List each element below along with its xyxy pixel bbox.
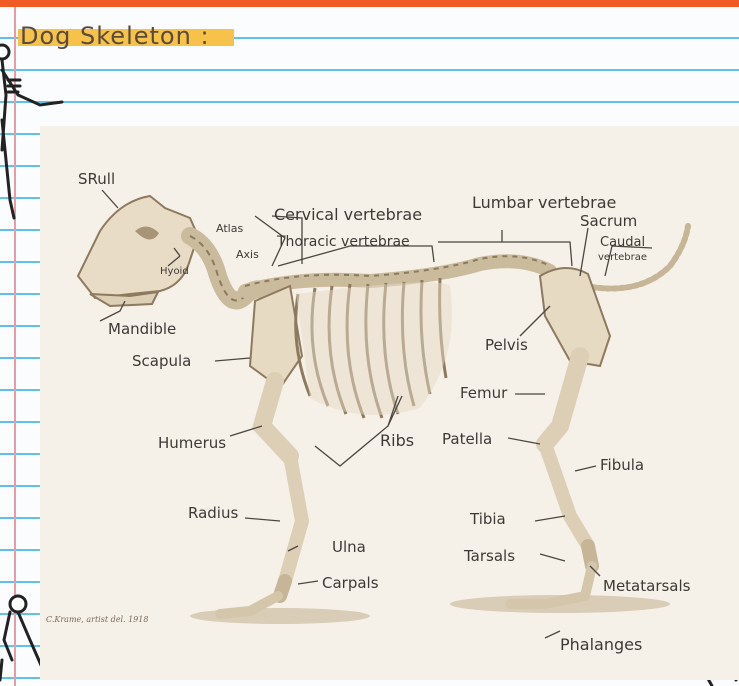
humerus [262, 381, 290, 456]
label-thoracic-vertebrae: Thoracic vertebrae [276, 234, 410, 250]
rib-cage-fill [296, 282, 452, 415]
page-title: Dog Skeleton : [18, 22, 234, 50]
label-tibia: Tibia [469, 510, 506, 528]
label-skull: SRull [78, 170, 115, 188]
label-patella: Patella [442, 430, 492, 448]
label-carpals: Carpals [322, 574, 379, 592]
label-fibula: Fibula [600, 456, 644, 474]
margin-line [14, 7, 16, 686]
label-mandible: Mandible [108, 320, 176, 338]
label-femur: Femur [460, 384, 508, 402]
label-caudal-vertebrae: vertebrae [598, 252, 647, 263]
skull [78, 196, 198, 298]
dog-skeleton-illustration: SRull Atlas Axis Cervical vertebrae Thor… [40, 126, 739, 680]
label-ulna: Ulna [332, 538, 366, 556]
label-phalanges: Phalanges [560, 635, 642, 654]
label-atlas: Atlas [216, 222, 243, 235]
femur [545, 356, 580, 444]
label-tarsals: Tarsals [463, 547, 515, 565]
label-radius: Radius [188, 504, 238, 522]
label-axis: Axis [236, 248, 259, 261]
label-ribs: Ribs [380, 431, 414, 450]
label-lumbar-vertebrae: Lumbar vertebrae [472, 193, 616, 212]
label-caudal: Caudal [600, 235, 645, 250]
artist-signature: C.Krame, artist del. 1918 [46, 615, 148, 624]
radius-ulna [285, 456, 302, 581]
label-humerus: Humerus [158, 434, 226, 452]
skeleton-diagram-panel: SRull Atlas Axis Cervical vertebrae Thor… [40, 126, 739, 680]
label-scapula: Scapula [132, 352, 191, 370]
label-sacrum: Sacrum [580, 212, 637, 230]
page-title-text: Dog Skeleton : [18, 22, 234, 50]
tibia-fibula [545, 444, 588, 546]
top-orange-bar [0, 0, 739, 7]
label-hyoid: Hyoid [160, 266, 189, 277]
label-pelvis: Pelvis [485, 336, 528, 354]
label-cervical-vertebrae: Cervical vertebrae [274, 205, 422, 224]
label-metatarsals: Metatarsals [603, 577, 691, 595]
